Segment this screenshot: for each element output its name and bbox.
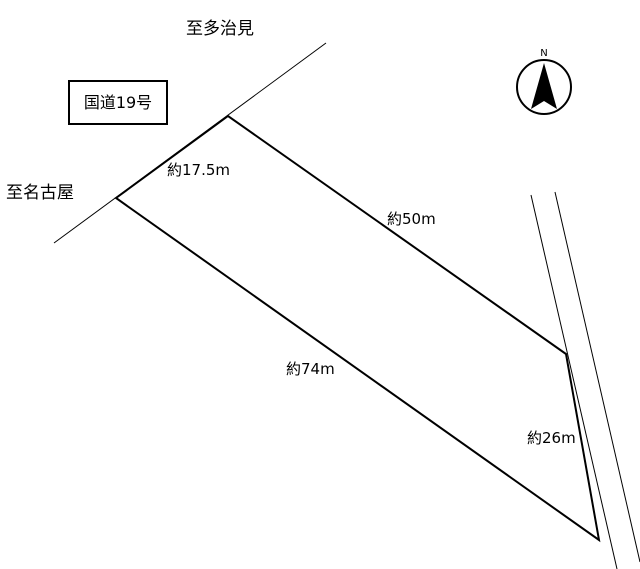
direction-to-nagoya: 至名古屋	[6, 183, 74, 203]
dimension-southeast-side: 約26m	[527, 429, 576, 447]
direction-to-tajimi: 至多治見	[186, 19, 254, 39]
compass-north-label: N	[540, 48, 547, 59]
road-name-box	[68, 80, 168, 125]
north-compass-icon	[516, 59, 572, 115]
dimension-northeast-side: 約50m	[387, 210, 436, 228]
road-name-label: 国道19号	[84, 93, 152, 112]
dimension-southwest-side: 約74m	[286, 360, 335, 378]
dimension-northwest-side: 約17.5m	[167, 161, 230, 179]
land-parcel-outline	[114, 114, 601, 543]
side-road-left-edge	[530, 194, 618, 569]
side-road-right-edge	[554, 191, 640, 563]
